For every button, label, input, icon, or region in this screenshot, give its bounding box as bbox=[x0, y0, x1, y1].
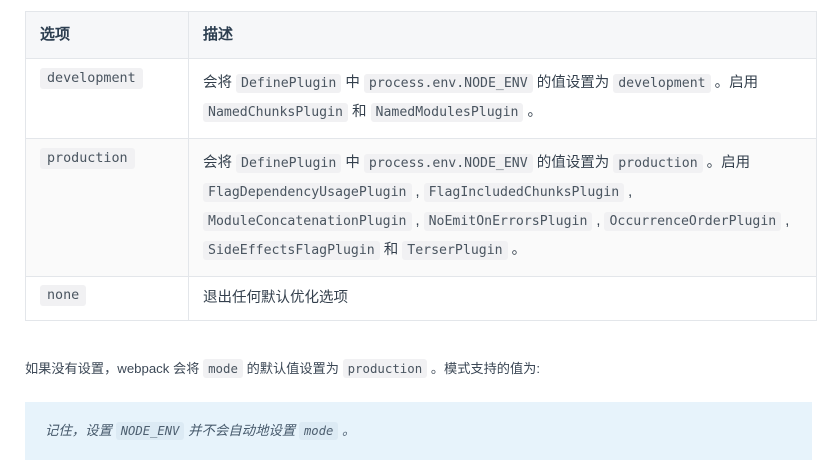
text-run: 的值设置为 bbox=[532, 155, 614, 171]
text-run: 。启用 bbox=[710, 75, 759, 91]
option-code: production bbox=[40, 148, 135, 169]
column-header-option: 选项 bbox=[25, 11, 189, 59]
text-run: 并不会自动地设置 bbox=[184, 423, 299, 438]
text-run: 和 bbox=[379, 242, 403, 258]
option-code: development bbox=[40, 68, 143, 89]
default-mode-paragraph: 如果没有设置，webpack 会将 mode 的默认值设置为 productio… bbox=[25, 358, 815, 380]
text-run: 。模式支持的值为: bbox=[427, 361, 540, 376]
inline-code: FlagDependencyUsagePlugin bbox=[203, 183, 412, 202]
inline-code: ModuleConcatenationPlugin bbox=[203, 212, 412, 231]
column-header-description: 描述 bbox=[188, 11, 817, 59]
table-header-row: 选项 描述 bbox=[25, 11, 817, 59]
text-run: 退出任何默认优化选项 bbox=[203, 290, 348, 306]
inline-code: production bbox=[342, 359, 428, 378]
table-row: none 退出任何默认优化选项 bbox=[25, 276, 817, 321]
text-run: 会将 bbox=[203, 75, 237, 91]
text-run: 的默认值设置为 bbox=[242, 361, 343, 376]
text-run: , bbox=[624, 184, 633, 200]
inline-code: FlagIncludedChunksPlugin bbox=[423, 183, 625, 202]
inline-code: DefinePlugin bbox=[236, 154, 342, 173]
inline-code: development bbox=[613, 74, 711, 93]
text-run: 中 bbox=[341, 75, 364, 91]
text-run: 和 bbox=[347, 104, 371, 120]
inline-code: OccurrenceOrderPlugin bbox=[604, 212, 782, 231]
cell-description: 会将 DefinePlugin 中 process.env.NODE_ENV 的… bbox=[188, 58, 817, 139]
inline-code: process.env.NODE_ENV bbox=[363, 74, 533, 93]
text-run: , bbox=[411, 184, 424, 200]
inline-code: mode bbox=[203, 359, 243, 378]
cell-description: 会将 DefinePlugin 中 process.env.NODE_ENV 的… bbox=[188, 138, 817, 277]
text-run: , bbox=[781, 213, 790, 229]
inline-code: SideEffectsFlagPlugin bbox=[203, 241, 380, 260]
inline-code: process.env.NODE_ENV bbox=[363, 154, 533, 173]
inline-code: production bbox=[613, 154, 703, 173]
inline-code: NamedChunksPlugin bbox=[203, 103, 348, 122]
option-code: none bbox=[40, 285, 87, 306]
inline-code: DefinePlugin bbox=[236, 74, 342, 93]
inline-code: TerserPlugin bbox=[402, 241, 508, 260]
text-run: , bbox=[592, 213, 605, 229]
cell-option: production bbox=[25, 138, 189, 277]
text-run: 。启用 bbox=[702, 155, 751, 171]
text-run: 如果没有设置，webpack 会将 bbox=[25, 361, 204, 376]
text-run: 的值设置为 bbox=[532, 75, 614, 91]
text-run: , bbox=[411, 213, 424, 229]
info-callout: 记住，设置 NODE_ENV 并不会自动地设置 mode 。 bbox=[25, 402, 812, 460]
text-run: 会将 bbox=[203, 155, 237, 171]
inline-code: NamedModulesPlugin bbox=[370, 103, 524, 122]
text-run: 记住，设置 bbox=[45, 423, 116, 438]
inline-code: NODE_ENV bbox=[115, 422, 185, 440]
inline-code: mode bbox=[298, 422, 339, 440]
inline-code: NoEmitOnErrorsPlugin bbox=[423, 212, 593, 231]
table-head: 选项 描述 bbox=[25, 11, 817, 59]
cell-description: 退出任何默认优化选项 bbox=[188, 276, 817, 321]
text-run: 。 bbox=[338, 423, 356, 438]
text-run: 。 bbox=[523, 104, 542, 120]
cell-option: none bbox=[25, 276, 189, 321]
cell-option: development bbox=[25, 58, 189, 139]
text-run: 。 bbox=[507, 242, 527, 258]
text-run: 中 bbox=[341, 155, 364, 171]
paragraph-text: 如果没有设置，webpack 会将 mode 的默认值设置为 productio… bbox=[25, 359, 540, 378]
callout-text: 记住，设置 NODE_ENV 并不会自动地设置 mode 。 bbox=[45, 420, 355, 442]
